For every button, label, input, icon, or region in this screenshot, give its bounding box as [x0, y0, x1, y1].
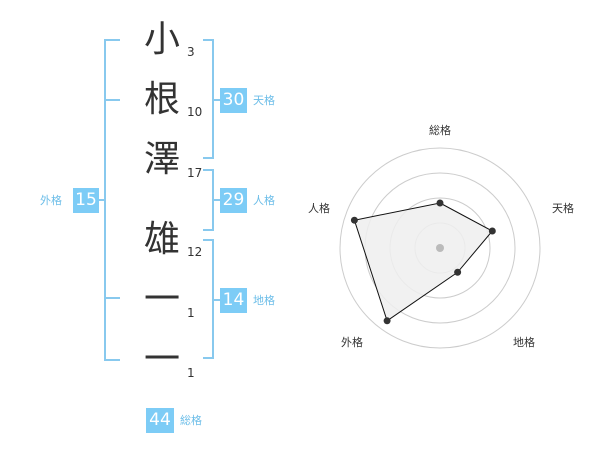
name-char-4: 雄	[143, 219, 180, 260]
radar-axis-label-jinkaku: 人格	[308, 201, 330, 215]
name-char-6: 一	[143, 339, 180, 380]
name-char-1: 小	[143, 19, 180, 60]
radar-axis-label-tenkaku: 天格	[552, 201, 574, 215]
chikaku-badge: 14	[220, 288, 247, 313]
radar-center-dot	[436, 244, 444, 252]
name-char-3: 澤	[143, 139, 180, 180]
radar-axis-label-soukaku: 総格	[429, 123, 451, 137]
radar-axis-label-gaikaku: 外格	[341, 335, 363, 349]
name-char-2: 根	[143, 79, 180, 120]
tenkaku-badge: 30	[220, 88, 247, 113]
radar-point-5	[350, 216, 358, 224]
stroke-count-3: 17	[187, 166, 203, 180]
radar-point-3	[454, 268, 462, 276]
radar-point-2	[488, 227, 496, 235]
jinkaku-badge: 29	[220, 188, 247, 213]
radar-axis-label-chikaku: 地格	[513, 335, 535, 349]
radar-point-4	[383, 317, 391, 325]
stroke-count-5: 1	[187, 306, 195, 320]
stroke-count-4: 12	[187, 245, 203, 259]
stroke-count-1: 3	[187, 45, 195, 59]
soukaku-label: 総格	[180, 414, 202, 427]
jinkaku-label: 人格	[253, 194, 275, 207]
radar-area	[353, 202, 494, 322]
radar-ring	[339, 147, 541, 349]
radar-points	[350, 199, 496, 325]
gaikaku-label: 外格	[40, 194, 62, 207]
tenkaku-label: 天格	[253, 94, 275, 107]
stroke-count-6: 1	[187, 366, 195, 380]
soukaku-badge: 44	[146, 408, 174, 433]
gaikaku-badge: 15	[73, 188, 99, 213]
stroke-count-2: 10	[187, 105, 203, 119]
chikaku-label: 地格	[253, 294, 275, 307]
radar-point-1	[436, 199, 444, 207]
name-char-5: 一	[143, 279, 180, 320]
